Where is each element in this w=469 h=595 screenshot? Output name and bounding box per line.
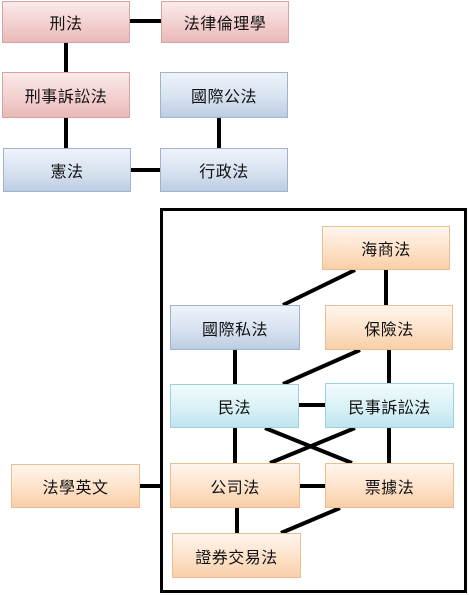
node-administrative-law: 行政法 <box>160 148 288 192</box>
node-company-law: 公司法 <box>170 463 300 508</box>
node-private-international-law: 國際私法 <box>170 305 300 350</box>
node-civil-law: 民法 <box>170 384 299 428</box>
node-negotiable-instruments-law: 票據法 <box>325 463 454 508</box>
connector-maritime-law-private-international-law <box>282 268 356 307</box>
node-insurance-law: 保險法 <box>325 305 453 350</box>
course-group-frame <box>160 208 467 593</box>
node-civil-procedure: 民事訴訟法 <box>325 383 454 428</box>
node-public-international-law: 國際公法 <box>160 72 288 118</box>
node-legal-english: 法學英文 <box>11 464 140 508</box>
node-maritime-law: 海商法 <box>322 226 450 270</box>
node-criminal-law: 刑法 <box>2 1 130 43</box>
node-constitutional-law: 憲法 <box>3 148 131 192</box>
connector-civil-procedure-company-law <box>269 426 356 465</box>
connector-securities-exchange-law-negotiable-instruments-law <box>280 506 341 535</box>
connector-insurance-law-civil-law <box>282 348 361 386</box>
node-criminal-procedure: 刑事訴訟法 <box>2 72 130 118</box>
node-securities-exchange-law: 證券交易法 <box>172 533 301 578</box>
node-legal-ethics: 法律倫理學 <box>161 1 289 43</box>
